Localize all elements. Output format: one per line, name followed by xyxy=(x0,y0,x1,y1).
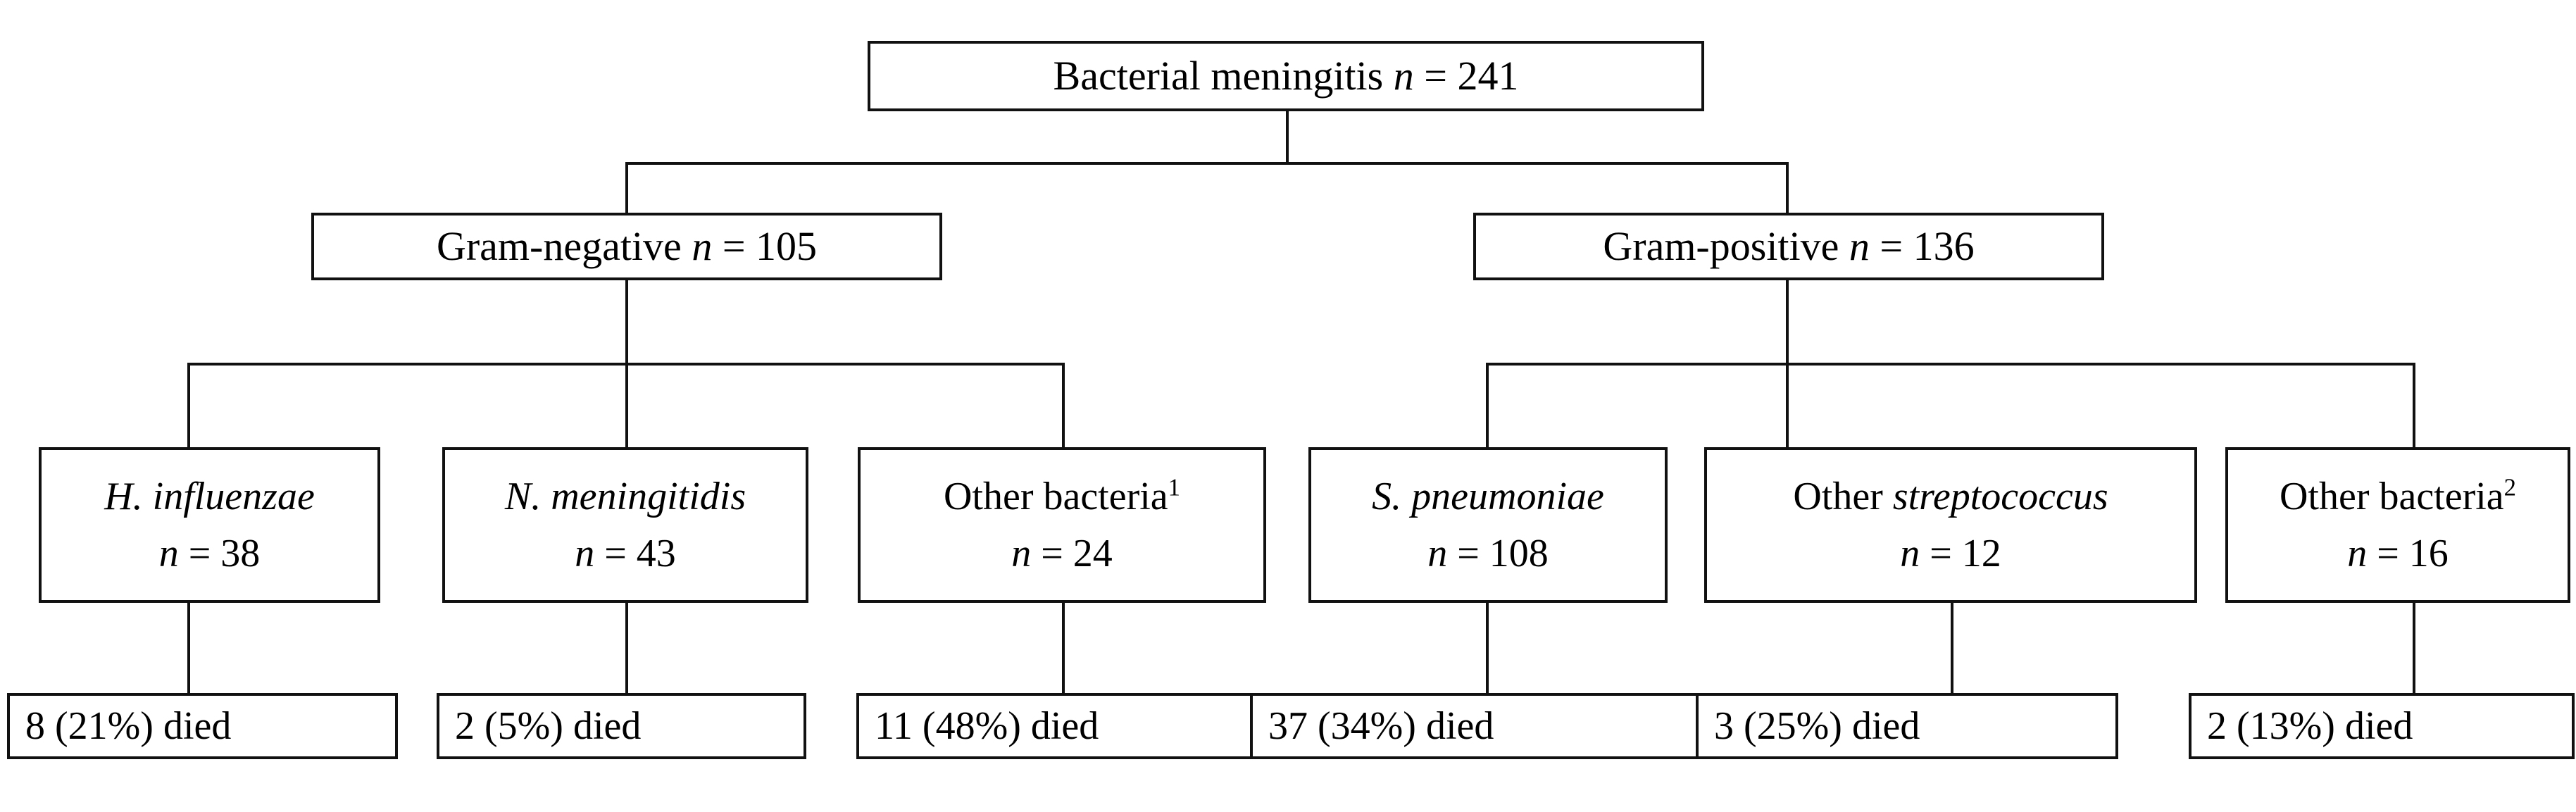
outcome-text-other-streptococcus: 3 (25%) died xyxy=(1714,704,1920,748)
node-other-streptococcus[interactable]: Other streptococcus n = 12 xyxy=(1704,447,2197,603)
footnote-marker-1: 1 xyxy=(1168,473,1181,501)
case-count-s-pneumoniae: n = 108 xyxy=(1427,531,1549,575)
node-deaths-n-meningitidis[interactable]: 2 (5%) died xyxy=(437,693,806,759)
species-name-h-influenzae: H. influenzae xyxy=(104,475,315,519)
n-symbol: n xyxy=(1011,531,1032,575)
case-count-other-bacteria-2: n = 16 xyxy=(2347,531,2449,575)
node-other-bacteria-1[interactable]: Other bacteria1 n = 24 xyxy=(858,447,1266,603)
connector-right-children-bus xyxy=(1486,363,2415,366)
species-name-n-meningitidis: N. meningitidis xyxy=(504,475,746,519)
footnote-marker-2: 2 xyxy=(2503,473,2517,501)
connector-h-influenzae-to-outcome xyxy=(187,603,190,693)
connector-to-gram-positive xyxy=(1786,162,1789,214)
connector-to-h-influenzae xyxy=(187,363,190,447)
species-name-other-streptococcus: Other streptococcus xyxy=(1793,475,2108,519)
outcome-text-n-meningitidis: 2 (5%) died xyxy=(455,704,642,748)
case-count-other-bacteria-1: n = 24 xyxy=(1011,531,1113,575)
connector-to-other-bacteria-1 xyxy=(1062,363,1065,447)
n-symbol: n xyxy=(575,531,595,575)
connector-level2-bus xyxy=(625,162,1789,165)
node-bacterial-meningitis[interactable]: Bacterial meningitis n = 241 xyxy=(868,41,1704,111)
outcome-text-other-bacteria-1: 11 (48%) died xyxy=(875,704,1099,748)
connector-other-bacteria-1-to-outcome xyxy=(1062,603,1065,693)
case-count-h-influenzae: n = 38 xyxy=(158,531,261,575)
n-symbol: n xyxy=(1427,531,1448,575)
node-label-bacterial-meningitis: Bacterial meningitis n = 241 xyxy=(1053,52,1519,99)
node-deaths-h-influenzae[interactable]: 8 (21%) died xyxy=(7,693,398,759)
node-label-gram-negative: Gram-negative n = 105 xyxy=(436,223,818,269)
case-count-other-streptococcus: n = 12 xyxy=(1900,531,2001,575)
connector-to-other-bacteria-2 xyxy=(2413,363,2415,447)
connector-left-children-bus xyxy=(187,363,1065,366)
species-italic-streptococcus: streptococcus xyxy=(1892,475,2108,519)
connector-to-s-pneumoniae xyxy=(1486,363,1489,447)
outcome-text-other-bacteria-2: 2 (13%) died xyxy=(2207,704,2413,748)
n-symbol: n xyxy=(2347,531,2368,575)
species-name-s-pneumoniae: S. pneumoniae xyxy=(1372,475,1604,519)
connector-other-streptococcus-to-outcome xyxy=(1951,603,1953,693)
outcome-text-h-influenzae: 8 (21%) died xyxy=(25,704,232,748)
connector-root-stem xyxy=(1286,111,1289,165)
node-deaths-other-bacteria-1[interactable]: 11 (48%) died xyxy=(856,693,1293,759)
connector-other-bacteria-2-to-outcome xyxy=(2413,603,2415,693)
n-symbol: n xyxy=(1383,52,1414,99)
outcome-text-s-pneumoniae: 37 (34%) died xyxy=(1268,704,1494,748)
node-deaths-s-pneumoniae[interactable]: 37 (34%) died xyxy=(1250,693,1701,759)
node-gram-positive[interactable]: Gram-positive n = 136 xyxy=(1473,213,2104,280)
node-deaths-other-streptococcus[interactable]: 3 (25%) died xyxy=(1696,693,2118,759)
node-n-meningitidis[interactable]: N. meningitidis n = 43 xyxy=(442,447,808,603)
species-name-other-bacteria-2: Other bacteria2 xyxy=(2279,473,2517,519)
n-symbol: n xyxy=(681,223,713,269)
node-deaths-other-bacteria-2[interactable]: 2 (13%) died xyxy=(2189,693,2575,759)
node-h-influenzae[interactable]: H. influenzae n = 38 xyxy=(39,447,380,603)
species-name-other-bacteria-1: Other bacteria1 xyxy=(943,473,1181,519)
node-gram-negative[interactable]: Gram-negative n = 105 xyxy=(311,213,942,280)
node-other-bacteria-2[interactable]: Other bacteria2 n = 16 xyxy=(2225,447,2570,603)
node-s-pneumoniae[interactable]: S. pneumoniae n = 108 xyxy=(1308,447,1668,603)
node-label-gram-positive: Gram-positive n = 136 xyxy=(1603,223,1975,269)
connector-n-meningitidis-to-outcome xyxy=(625,603,628,693)
connector-to-gram-negative xyxy=(625,162,628,214)
n-symbol: n xyxy=(1900,531,1920,575)
connector-s-pneumoniae-to-outcome xyxy=(1486,603,1489,693)
n-symbol: n xyxy=(1839,223,1870,269)
case-count-n-meningitidis: n = 43 xyxy=(575,531,676,575)
n-symbol: n xyxy=(158,531,179,575)
